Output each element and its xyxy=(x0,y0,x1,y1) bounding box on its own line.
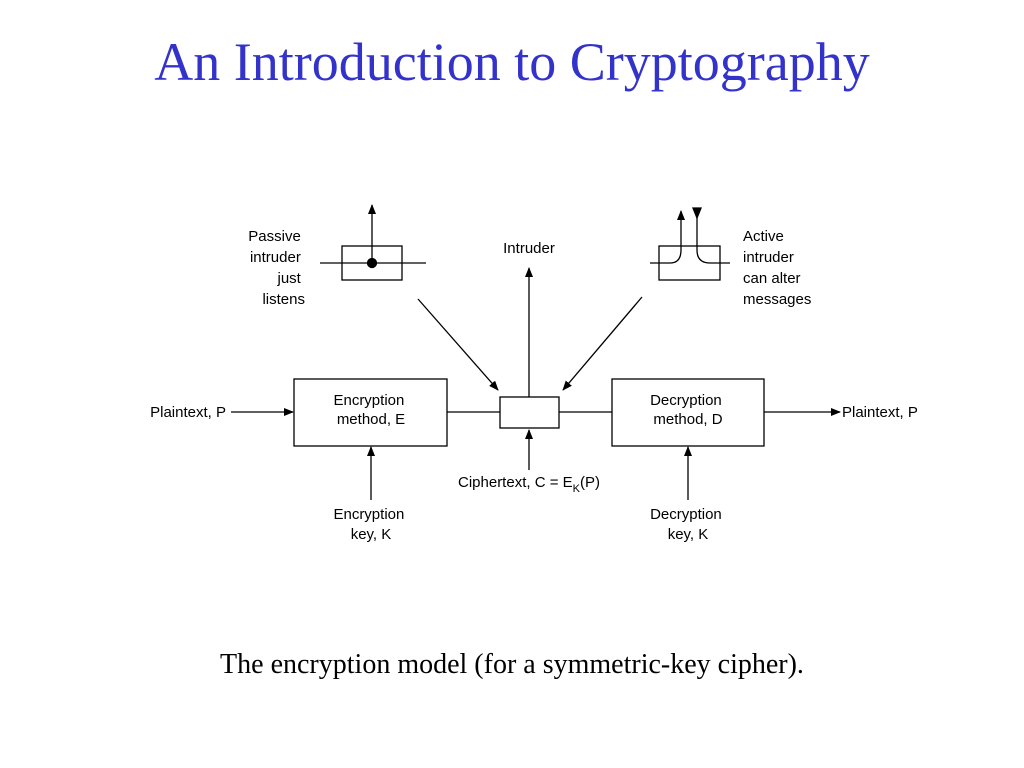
active-intruder-label: Active intruder can alter messages xyxy=(743,228,811,308)
plaintext-input-label: Plaintext, P xyxy=(150,404,226,421)
active-intruder-arrow xyxy=(562,296,643,391)
passive-intruder-label: Passive intruder just listens xyxy=(248,228,305,308)
ciphertext-label: Ciphertext, C = EK(P) xyxy=(458,474,600,495)
decryption-method-label: Decryption method, D xyxy=(650,392,726,428)
encryption-key-label: Encryption key, K xyxy=(333,506,408,543)
passive-intruder-arrow xyxy=(417,298,499,391)
figure-caption: The encryption model (for a symmetric-ke… xyxy=(220,649,804,680)
slide-title: An Introduction to Cryptography xyxy=(154,32,870,92)
intruder-label: Intruder xyxy=(503,240,555,257)
passive-intruder-icon xyxy=(320,204,426,281)
decryption-key-label: Decryption key, K xyxy=(650,506,726,543)
ciphertext-box xyxy=(499,396,560,429)
encryption-method-label: Encryption method, E xyxy=(333,392,408,428)
plaintext-output-label: Plaintext, P xyxy=(842,404,918,421)
active-intruder-icon xyxy=(650,207,730,281)
